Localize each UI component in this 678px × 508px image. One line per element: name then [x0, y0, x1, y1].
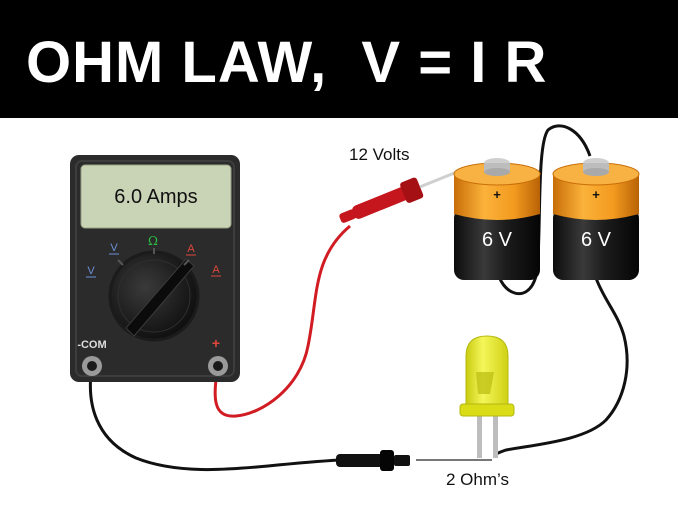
battery-left: + 6 V — [453, 158, 541, 280]
range-selector-dial[interactable] — [108, 248, 200, 342]
battery-left-terminal: + — [493, 187, 501, 202]
multimeter: 6.0 Amps V Ω A V A -COM + — [70, 155, 240, 382]
title-banner: OHM LAW, V = I R — [0, 0, 678, 118]
voltage-label: 12 Volts — [349, 145, 410, 164]
red-probe[interactable] — [336, 160, 465, 229]
battery-right: + 6 V — [552, 158, 640, 280]
resistance-label: 2 Ohm’s — [446, 470, 509, 489]
plus-jack[interactable] — [208, 356, 228, 376]
plus-jack-label: + — [212, 335, 220, 351]
lcd-reading: 6.0 Amps — [114, 186, 197, 208]
dial-label-ohms: Ω — [148, 234, 158, 248]
battery-left-label: 6 V — [482, 229, 513, 251]
lcd-screen — [80, 164, 232, 229]
dial-label-dc-volts: V — [110, 242, 118, 254]
com-jack-label: -COM — [77, 339, 106, 351]
led — [459, 335, 515, 458]
dial-label-amps-lower: A — [212, 264, 220, 276]
page-title: OHM LAW, V = I R — [26, 30, 548, 95]
red-probe-wire — [213, 224, 351, 418]
dial-label-ac-volts: V — [87, 265, 95, 277]
black-probe[interactable] — [336, 450, 410, 471]
battery-to-led-wire — [495, 277, 629, 456]
dial-label-amps-upper: A — [187, 243, 195, 255]
battery-right-terminal: + — [592, 187, 600, 202]
com-jack[interactable] — [82, 356, 102, 376]
black-com-wire — [88, 365, 341, 472]
battery-right-label: 6 V — [581, 229, 612, 251]
